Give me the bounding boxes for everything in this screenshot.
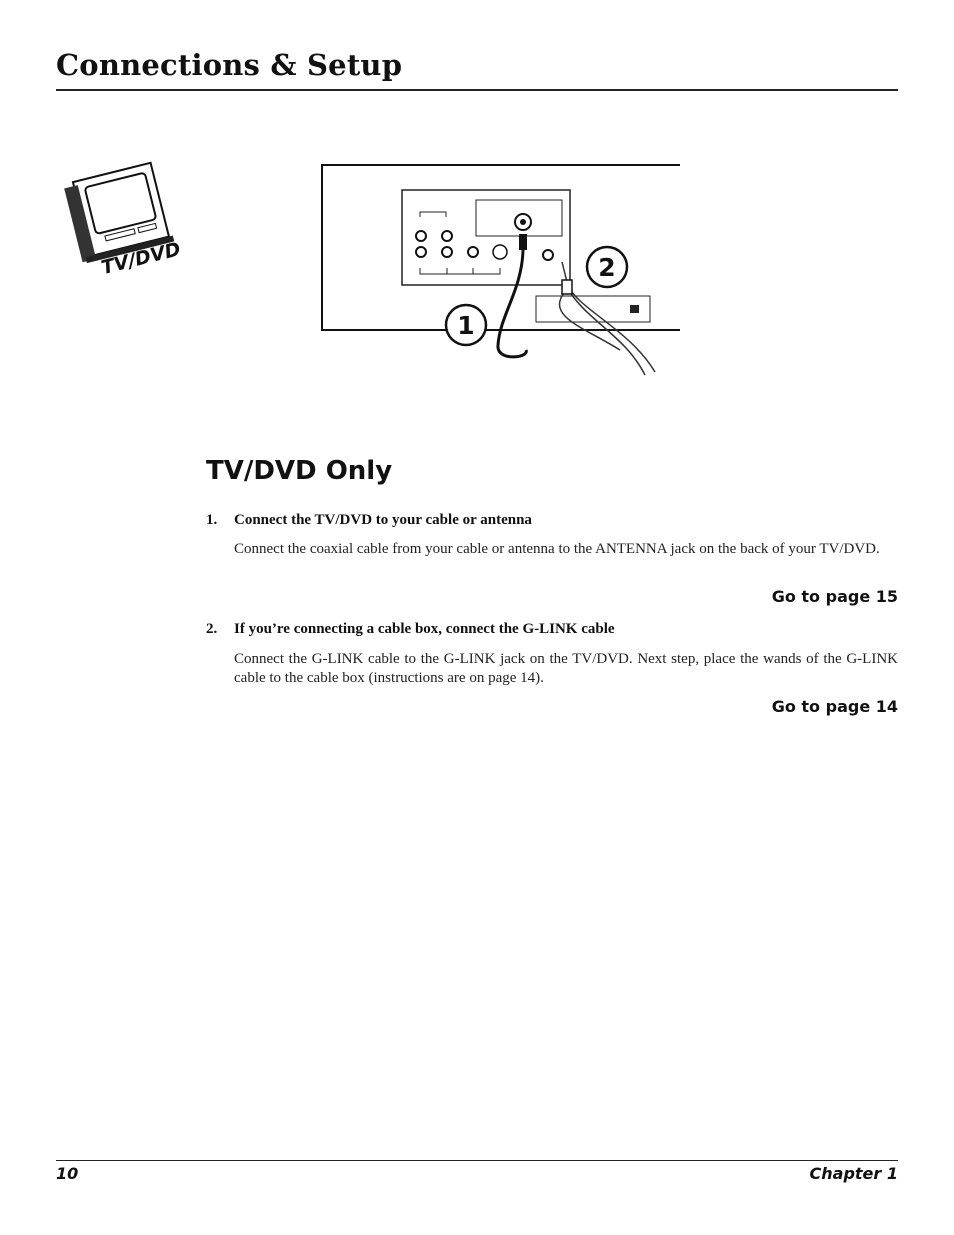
chapter-title: Connections & Setup xyxy=(56,48,403,82)
tv-back-panel xyxy=(321,164,680,331)
section-heading: TV/DVD Only xyxy=(206,456,393,486)
av-jack xyxy=(441,246,453,258)
av-jack xyxy=(415,230,427,242)
page-number: 10 xyxy=(56,1164,79,1183)
callout-1 xyxy=(444,303,488,347)
step-1-body: Connect the coaxial cable from your cabl… xyxy=(234,541,880,557)
footer-rule xyxy=(56,1160,898,1161)
av-jack xyxy=(415,246,427,258)
s-video-jack xyxy=(492,244,508,260)
step-1-title-text: Connect the TV/DVD to your cable or ante… xyxy=(234,512,532,528)
step-2-title-text: If you’re connecting a cable box, connec… xyxy=(234,621,615,637)
coaxial-cable xyxy=(496,249,528,359)
av-jack xyxy=(467,246,479,258)
step-2-goto: Go to page 14 xyxy=(771,697,898,716)
av-jack xyxy=(441,230,453,242)
step-1-number: 1. xyxy=(206,512,218,528)
step-1-goto: Go to page 15 xyxy=(771,587,898,606)
callout-2-label: 2 xyxy=(598,253,615,282)
callout-1-label: 1 xyxy=(457,311,474,340)
step-1-title: 1. Connect the TV/DVD to your cable or an… xyxy=(206,512,532,529)
g-link-jack xyxy=(542,249,554,261)
header-rule xyxy=(56,89,898,91)
tv-dvd-icon: TV/DVD xyxy=(64,161,183,278)
chapter-label: Chapter 1 xyxy=(809,1164,898,1183)
step-2-title: 2. If you’re connecting a cable box, conn… xyxy=(206,621,615,638)
callout-2 xyxy=(585,245,629,289)
step-2-body: Connect the G-LINK cable to the G-LINK j… xyxy=(234,651,898,686)
step-2-number: 2. xyxy=(206,621,218,637)
connection-diagram: 1 2 xyxy=(321,164,680,376)
